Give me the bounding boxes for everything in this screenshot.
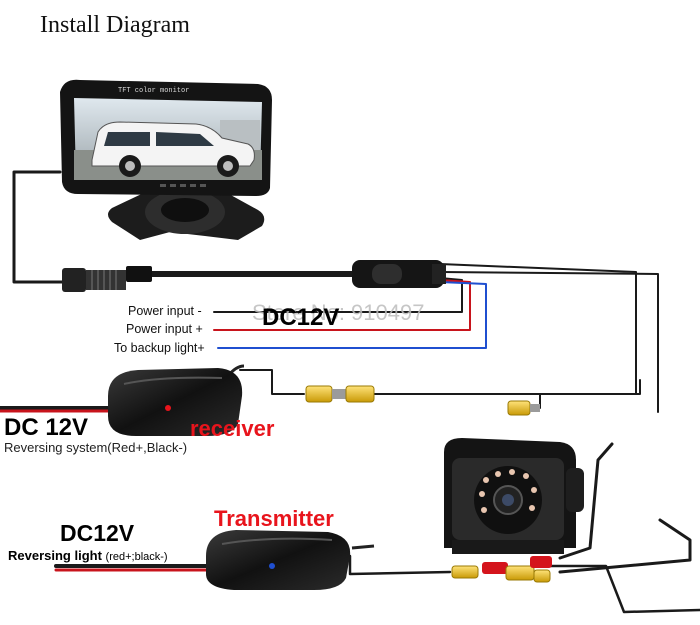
junction-box [352,260,446,288]
backup-camera [444,438,584,554]
page-title: Install Diagram [40,12,190,38]
backup-light-label: To backup light+ [114,341,205,355]
reversing-light-label: Reversing light (red+;black-) [8,548,168,563]
transmitter-label: Transmitter [214,506,334,531]
monitor: TFT color monitor [60,79,272,240]
power-input-negative-label: Power input - [128,304,202,318]
transmitter-unit [206,530,375,590]
camera-rca-cables [451,556,552,583]
monitor-cable-connector [62,266,152,292]
reversing-light-sub: (red+;black-) [105,551,168,563]
rca-connector-right [507,400,540,416]
receiver-label: receiver [190,416,275,441]
rca-connector-center [305,385,375,403]
monitor-screen-text: TFT color monitor [118,87,189,95]
power-input-positive-label: Power input + [126,322,203,336]
wiring [0,170,700,614]
transmitter-voltage-label: DC12V [60,520,135,546]
car-image [91,121,255,177]
monitor-voltage-label: DC12V [262,304,340,331]
reversing-light-main: Reversing light [8,548,102,563]
reversing-system-label: Reversing system(Red+,Black-) [4,440,188,455]
store-watermark: Store No: 910497 [252,300,425,325]
receiver-unit [108,364,245,436]
receiver-voltage-label: DC 12V [4,414,89,441]
